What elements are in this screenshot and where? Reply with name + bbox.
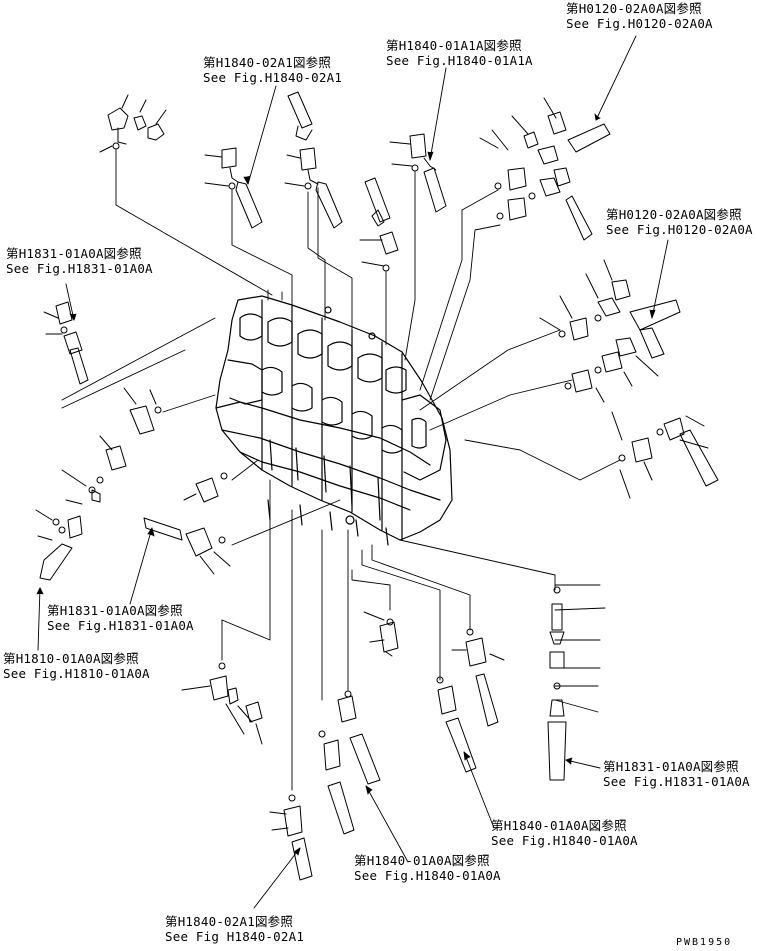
callout-h1840-02a1-bottom: 第H1840-02A1図参照 See Fig H1840-02A1 bbox=[165, 914, 304, 944]
callout-en: See Fig.H1831-01A0A bbox=[603, 774, 750, 789]
callout-jp: 第H1840-01A0A図参照 bbox=[354, 853, 490, 868]
control-valve-body bbox=[215, 295, 453, 546]
drawing-code: PWB1950 bbox=[676, 937, 733, 948]
callout-jp: 第H1840-01A0A図参照 bbox=[491, 818, 627, 833]
callout-jp: 第H0120-02A0A図参照 bbox=[566, 1, 702, 16]
callout-en: See Fig.H1840-01A0A bbox=[354, 868, 501, 883]
callout-h1831-mid: 第H1831-01A0A図参照 See Fig.H1831-01A0A bbox=[47, 603, 194, 633]
callout-en: See Fig.H0120-02A0A bbox=[566, 16, 713, 31]
callout-en: See Fig.H1831-01A0A bbox=[6, 261, 153, 276]
callout-en: See Fig.H1840-01A0A bbox=[491, 833, 638, 848]
callout-h1831-right: 第H1831-01A0A図参照 See Fig.H1831-01A0A bbox=[603, 759, 750, 789]
callout-jp: 第H0120-02A0A図参照 bbox=[606, 207, 742, 222]
callout-jp: 第H1840-02A1図参照 bbox=[165, 914, 294, 929]
callout-h0120-right: 第H0120-02A0A図参照 See Fig.H0120-02A0A bbox=[606, 207, 753, 237]
callout-h1810: 第H1810-01A0A図参照 See Fig.H1810-01A0A bbox=[3, 651, 150, 681]
callout-en: See Fig.H1840-02A1 bbox=[203, 70, 343, 85]
callout-jp: 第H1831-01A0A図参照 bbox=[603, 759, 739, 774]
callout-h1840-02a1-top: 第H1840-02A1図参照 See Fig.H1840-02A1 bbox=[203, 55, 342, 85]
callout-en: See Fig.H1840-01A1A bbox=[386, 53, 533, 68]
callout-h1840-01a0a-center: 第H1840-01A0A図参照 See Fig.H1840-01A0A bbox=[354, 853, 501, 883]
callout-en: See Fig H1840-02A1 bbox=[165, 929, 305, 944]
callout-h0120-top: 第H0120-02A0A図参照 See Fig.H0120-02A0A bbox=[566, 1, 713, 31]
callout-h1840-01a1a: 第H1840-01A1A図参照 See Fig.H1840-01A1A bbox=[386, 38, 533, 68]
callout-jp: 第H1831-01A0A図参照 bbox=[6, 246, 142, 261]
callout-jp: 第H1810-01A0A図参照 bbox=[3, 651, 139, 666]
fittings-and-hoses bbox=[35, 91, 719, 881]
leader-lines bbox=[61, 149, 621, 791]
callout-jp: 第H1840-01A1A図参照 bbox=[386, 38, 522, 53]
callout-en: See Fig.H1831-01A0A bbox=[47, 618, 194, 633]
callout-arrows bbox=[36, 35, 669, 909]
callout-h1840-01a0a-right: 第H1840-01A0A図参照 See Fig.H1840-01A0A bbox=[491, 818, 638, 848]
callout-jp: 第H1831-01A0A図参照 bbox=[47, 603, 183, 618]
callout-jp: 第H1840-02A1図参照 bbox=[203, 55, 332, 70]
callout-en: See Fig.H0120-02A0A bbox=[606, 222, 753, 237]
callout-en: See Fig.H1810-01A0A bbox=[3, 666, 150, 681]
callout-h1831-left: 第H1831-01A0A図参照 See Fig.H1831-01A0A bbox=[6, 246, 153, 276]
